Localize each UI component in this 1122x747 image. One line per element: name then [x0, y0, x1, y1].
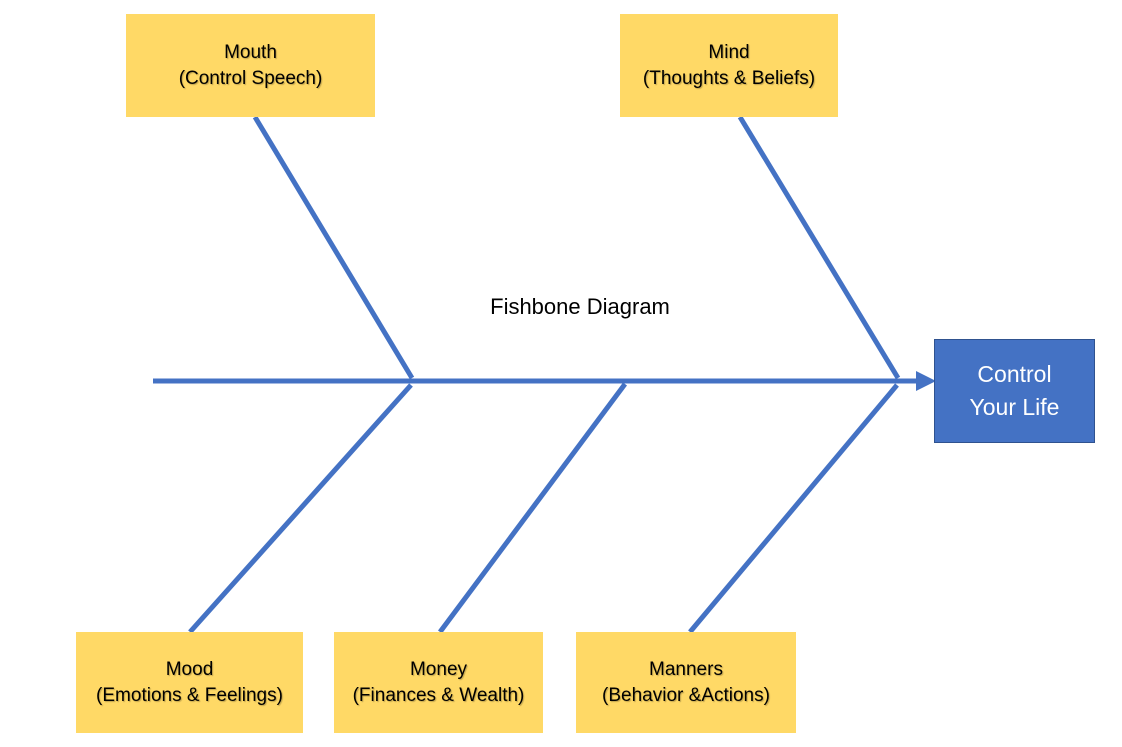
bone-manners	[688, 383, 899, 634]
cause-name: Mouth	[224, 41, 277, 63]
bone-mood	[188, 383, 413, 634]
spine-arrowhead	[916, 371, 936, 391]
effect-line-1: Control	[977, 361, 1052, 387]
effect-box: Control Your Life	[934, 339, 1095, 443]
cause-detail: (Control Speech)	[178, 67, 323, 89]
effect-line-2: Your Life	[969, 394, 1060, 420]
bone-mouth	[252, 115, 415, 380]
cause-name: Mood	[165, 658, 214, 680]
cause-name: Manners	[649, 658, 723, 680]
cause-box-mouth: Mouth (Control Speech)	[126, 14, 375, 117]
cause-detail: (Behavior &Actions)	[602, 684, 770, 706]
cause-box-mood: Mood (Emotions & Feelings)	[76, 632, 303, 733]
cause-box-mind: Mind (Thoughts & Beliefs)	[620, 14, 838, 117]
cause-detail: (Thoughts & Beliefs)	[642, 67, 816, 89]
cause-name: Money	[409, 658, 468, 680]
cause-name: Mind	[708, 41, 750, 63]
cause-detail: (Finances & Wealth)	[352, 684, 525, 706]
bone-money	[437, 382, 628, 634]
bone-mind	[737, 115, 901, 380]
cause-box-money: Money (Finances & Wealth)	[334, 632, 543, 733]
cause-detail: (Emotions & Feelings)	[96, 684, 283, 706]
diagram-title: Fishbone Diagram	[490, 294, 670, 319]
cause-box-manners: Manners (Behavior &Actions)	[576, 632, 796, 733]
